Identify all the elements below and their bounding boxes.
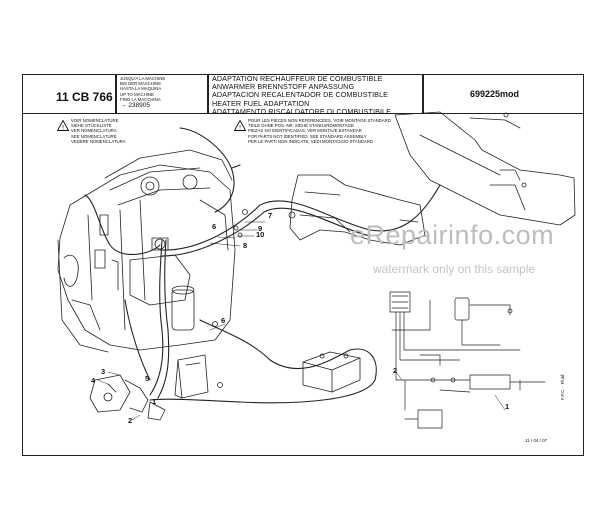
doc-code: 11 CB 766 [56, 90, 113, 104]
callout-9: 9 [258, 224, 263, 233]
scope-line: UP TO MACHINE [120, 91, 154, 97]
arrow-left-icon: → [120, 102, 127, 109]
warning-note-right: ! POUR LES PIÈCES NON RÉFÉRENCÉES, VOIR … [232, 118, 402, 148]
doc-code-cell [22, 74, 116, 114]
watermark-note: watermark only on this sample [373, 262, 536, 276]
scope-lines: JUSQU'A LA MACHINE BIS DER MASCHINE HAST… [120, 76, 165, 102]
reference-code: 699225mod [470, 89, 520, 99]
callout-1-schematic: 1 [505, 402, 510, 411]
footer-date: 11 / 04 / 07 [525, 438, 548, 443]
chassis-frame [288, 174, 426, 246]
callout-3: 3 [101, 367, 106, 376]
scope-cell [116, 74, 208, 114]
clamps [151, 209, 248, 388]
watermark-brand: eRepairinfo.com [350, 220, 555, 250]
note-line: SIEHE STÜCKLISTE [71, 123, 112, 129]
note-line: TEILE OHNE POS.-NR. SIEHE STANDARDMONTAG… [248, 123, 354, 129]
battery [302, 351, 361, 393]
note-line: VOIR NOMENCLATURE [71, 118, 119, 123]
serial-number: → 238905 [120, 102, 151, 109]
footer-side: F.P.C. · Fluid [560, 374, 565, 400]
note-line: VEDERE NOMENCLATURA [71, 138, 126, 144]
leader-lines [97, 221, 506, 421]
note-line: PER LE PARTI NON INDICATE, VEDI MONTAGGI… [248, 138, 373, 144]
note-line: POUR LES PIÈCES NON RÉFÉRENCÉES, VOIR MO… [248, 118, 391, 123]
note-line: PIEZAS NO IDENTIFICADAS, VER MONTAJE EST… [248, 128, 362, 134]
callout-6a: 6 [212, 222, 217, 231]
cab-panel [394, 111, 576, 226]
callout-8: 8 [243, 241, 248, 250]
engine-block [57, 149, 236, 353]
note-line: VER NOMENCLATURA [71, 128, 117, 134]
callout-2-schematic: 2 [393, 366, 398, 375]
scope-line: JUSQU'A LA MACHINE [120, 76, 166, 81]
warning-triangle-icon: ! [234, 120, 246, 131]
hose-lines [84, 127, 441, 404]
title-cell [208, 74, 423, 114]
svg-text:!: ! [62, 124, 64, 131]
callout-10: 10 [256, 230, 265, 239]
title-line: ANWARMER BRENNSTOFF ANPASSUNG [212, 82, 355, 92]
callout-2: 2 [128, 416, 133, 425]
title-line: ADAPTACION RECALENTADOR DE COMBUSTIBLE [212, 90, 389, 100]
svg-text:!: ! [239, 124, 241, 131]
callout-4: 4 [91, 376, 96, 385]
callout-1: 1 [152, 397, 157, 406]
scope-line: HASTA LA MAQUINA [120, 86, 162, 92]
scope-line: BIS DER MASCHINE [120, 81, 162, 87]
title-line: ADAPTATION RECHAUFFEUR DE COMBUSTIBLE [212, 74, 383, 83]
wiring-schematic [389, 291, 546, 429]
warning-triangle-icon: ! [57, 120, 69, 131]
fuel-filter [89, 374, 166, 421]
title-line: HEATER FUEL ADAPTATION [212, 98, 310, 108]
callout-7: 7 [268, 211, 273, 220]
note-line: SEE NOMENCLATURE [71, 133, 117, 139]
reference-cell [423, 74, 584, 114]
warning-note-left: ! VOIR NOMENCLATURE SIEHE STÜCKLISTE VER… [55, 118, 205, 148]
callout-6b: 6 [221, 316, 226, 325]
callout-5: 5 [145, 374, 150, 383]
mounting-bracket [174, 354, 209, 399]
note-line: FOR PARTS NOT IDENTIFIED, SEE STANDARD A… [248, 133, 367, 139]
titles-block: ADAPTATION RECHAUFFEUR DE COMBUSTIBLE AN… [212, 74, 392, 116]
title-line: ADATTAMENTO RISCALDATORE DI COMBUSTIBILE [212, 106, 392, 116]
scope-line: FINO LA MACCHINA [120, 96, 161, 102]
